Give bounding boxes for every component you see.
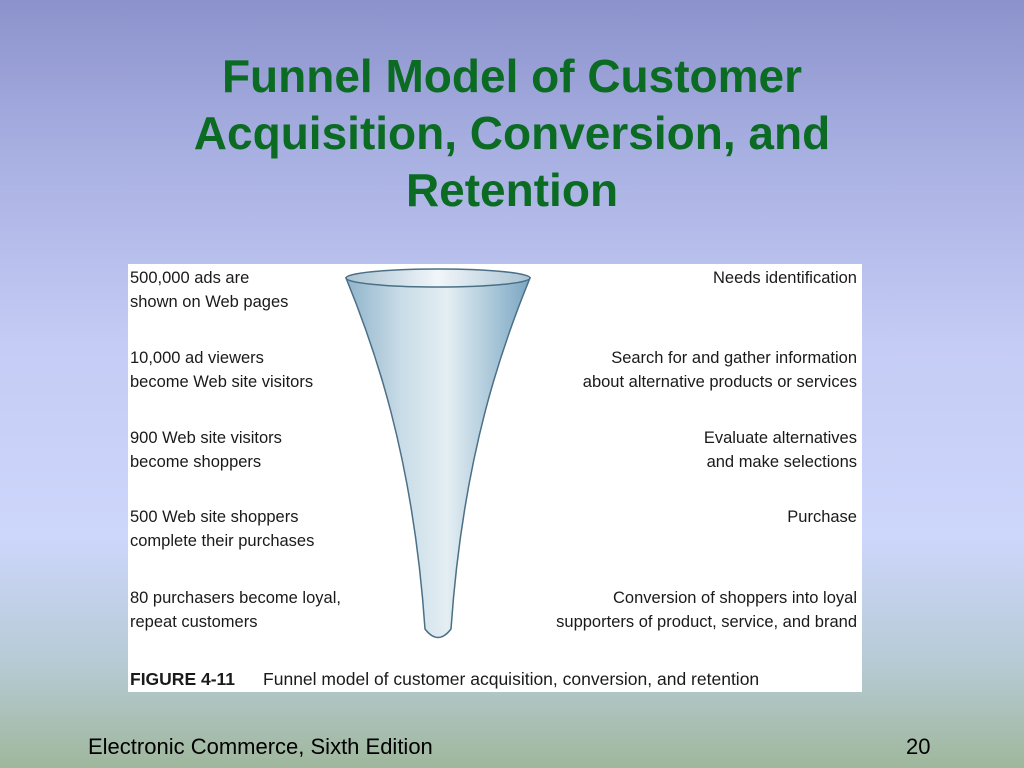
footer-page-number: 20 bbox=[906, 734, 931, 759]
figure-caption: FIGURE 4-11 Funnel model of customer acqu… bbox=[130, 669, 759, 690]
footer-book-title: Electronic Commerce, Sixth Edition bbox=[88, 734, 433, 759]
title-line-2: Acquisition, Conversion, and bbox=[193, 107, 831, 159]
funnel-icon bbox=[344, 268, 532, 639]
right-label-needs: Needs identification bbox=[712, 269, 857, 287]
left-label-loyal: 80 purchasers become loyal,repeat custom… bbox=[130, 589, 341, 631]
right-label-purchase: Purchase bbox=[787, 508, 857, 526]
slide-title: Funnel Model of Customer Acquisition, Co… bbox=[0, 48, 1024, 219]
title-line-1: Funnel Model of Customer bbox=[221, 50, 803, 102]
figure-caption-text: Funnel model of customer acquisition, co… bbox=[263, 669, 760, 689]
figure-number: FIGURE 4-11 bbox=[130, 669, 236, 689]
title-line-3: Retention bbox=[405, 164, 619, 216]
